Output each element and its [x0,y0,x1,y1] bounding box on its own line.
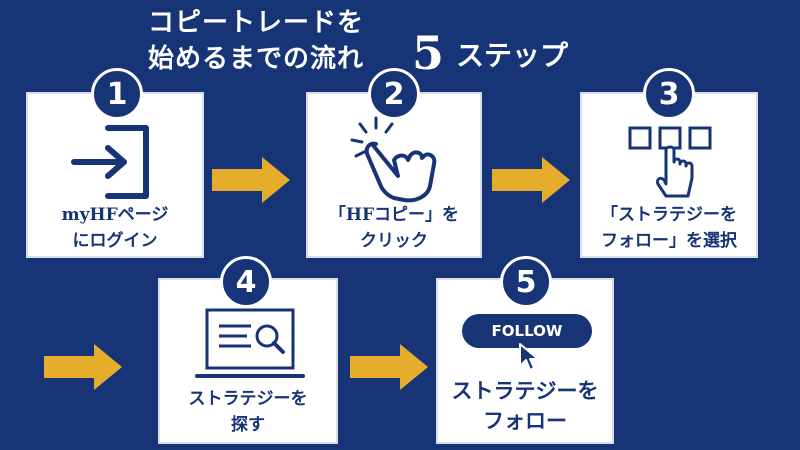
title-step-count: 5 [412,26,445,80]
step-2-badge: 2 [368,68,420,120]
arrow-icon [350,344,428,390]
step-4-label-line-1: ストラテジーを [188,389,308,409]
arrow-icon [492,157,570,203]
step-1-badge: 1 [91,68,143,120]
follow-button-text: FOLLOW [491,322,563,340]
step-2-label-line-2: クリック [360,231,428,251]
step-5-badge: 5 [500,256,552,308]
step-5-label-line-2: フォロー [483,408,567,433]
step-3-badge: 3 [643,68,695,120]
step-4-label-line-2: 探す [231,415,265,435]
step-3-label-line-2: フォロー」を選択 [601,231,737,251]
step-5-label-line-1: ストラテジーを [451,378,599,403]
title-suffix: ステップ [456,39,569,72]
login-icon [71,125,149,199]
laptop-search-icon [195,308,305,378]
step-1-label-line-2: にログイン [72,231,158,251]
arrow-icon [44,344,122,390]
step-3-label-line-1: 「ストラテジーを [601,205,737,225]
step-4-badge: 4 [220,256,272,308]
cursor-icon [519,343,539,371]
title-line-1: コピートレードを [148,8,365,38]
select-boxes-icon [628,126,712,198]
step-2-label-line-1: 「HFコピー」を [328,205,460,225]
arrow-icon [212,157,290,203]
title-line-2: 始めるまでの流れ [148,44,365,74]
follow-button-icon: FOLLOW [462,314,592,348]
step-1-label-line-1: myHFページ [61,205,169,225]
hand-click-icon [350,116,437,203]
